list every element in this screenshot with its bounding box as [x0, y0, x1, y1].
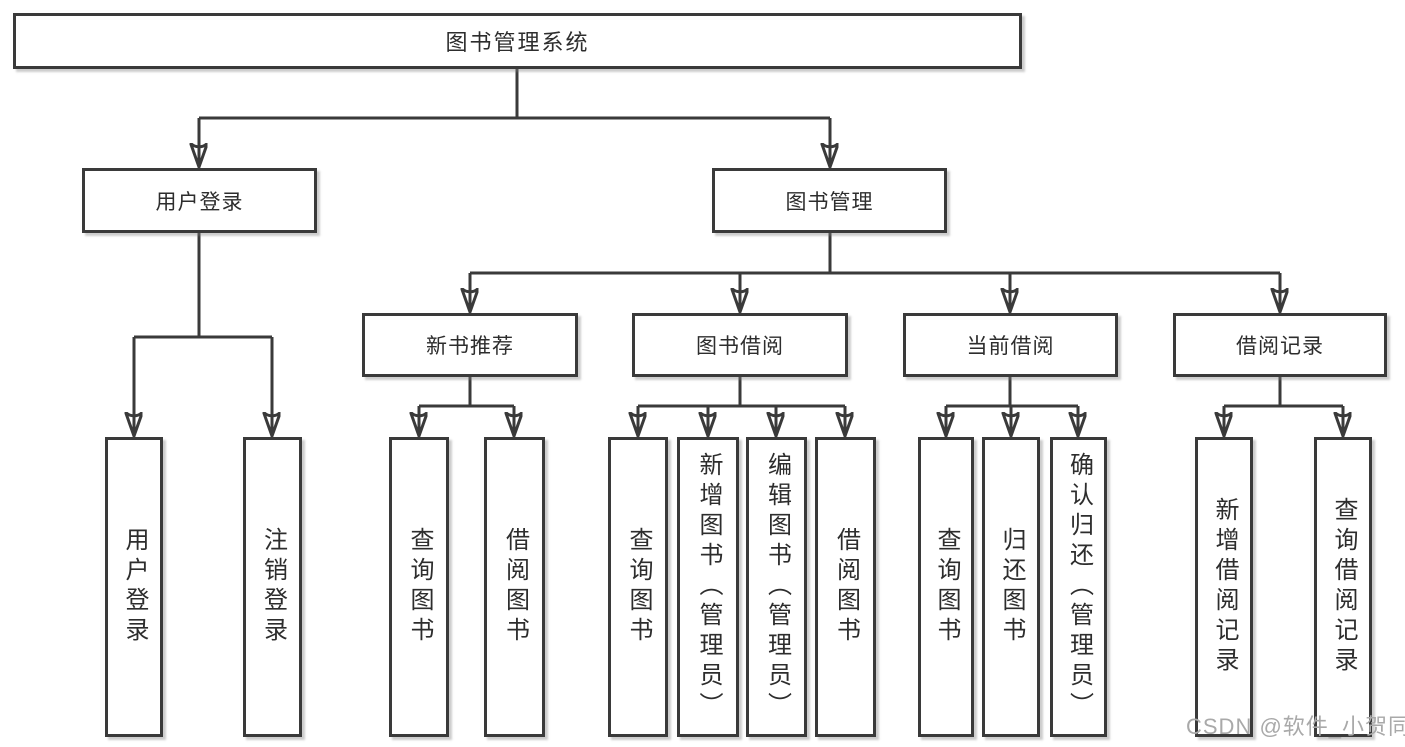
leaf-add-borrow-record-label: 新增借阅记录 [1211, 497, 1238, 677]
leaf-borrow-books: 借阅图书 [815, 437, 876, 737]
leaf-return-book: 归还图书 [982, 437, 1040, 737]
leaf-add-book-admin-label: 新增图书（管理员） [695, 452, 722, 722]
leaf-borrow-books-recommend-label: 借阅图书 [501, 527, 529, 647]
node-book-management: 图书管理 [712, 168, 947, 233]
leaf-query-books-current-label: 查询图书 [933, 527, 960, 647]
node-user-login: 用户登录 [82, 168, 317, 233]
node-current-borrow-label: 当前借阅 [966, 335, 1055, 358]
node-new-book-recommend-label: 新书推荐 [426, 335, 514, 358]
leaf-borrow-books-label: 借阅图书 [832, 527, 860, 647]
leaf-query-books-borrow-label: 查询图书 [625, 527, 652, 647]
leaf-edit-book-admin: 编辑图书（管理员） [746, 437, 807, 737]
node-book-borrow: 图书借阅 [632, 313, 848, 377]
leaf-query-books-recommend: 查询图书 [389, 437, 449, 737]
node-current-borrow: 当前借阅 [903, 313, 1118, 377]
node-root: 图书管理系统 [13, 13, 1022, 69]
leaf-confirm-return-admin: 确认归还（管理员） [1050, 437, 1107, 737]
leaf-user-login-label: 用户登录 [121, 527, 148, 647]
leaf-query-borrow-record: 查询借阅记录 [1314, 437, 1372, 737]
watermark: CSDN @软件_小贺同学 [1186, 714, 1405, 739]
node-new-book-recommend: 新书推荐 [362, 313, 578, 377]
leaf-query-books-borrow: 查询图书 [608, 437, 668, 737]
leaf-add-borrow-record: 新增借阅记录 [1195, 437, 1253, 737]
leaf-query-borrow-record-label: 查询借阅记录 [1330, 497, 1357, 677]
leaf-edit-book-admin-label: 编辑图书（管理员） [763, 452, 791, 722]
leaf-add-book-admin: 新增图书（管理员） [677, 437, 739, 737]
node-root-label: 图书管理系统 [445, 30, 590, 55]
leaf-logout: 注销登录 [243, 437, 302, 737]
leaf-query-books-current: 查询图书 [918, 437, 974, 737]
node-borrow-records-label: 借阅记录 [1236, 335, 1324, 358]
node-user-login-label: 用户登录 [155, 190, 244, 214]
node-book-borrow-label: 图书借阅 [696, 335, 784, 358]
node-borrow-records: 借阅记录 [1173, 313, 1387, 377]
node-book-management-label: 图书管理 [785, 190, 874, 214]
leaf-user-login: 用户登录 [105, 437, 163, 737]
leaf-logout-label: 注销登录 [259, 527, 287, 647]
leaf-borrow-books-recommend: 借阅图书 [484, 437, 545, 737]
leaf-return-book-label: 归还图书 [998, 527, 1025, 647]
leaf-query-books-recommend-label: 查询图书 [406, 527, 433, 647]
leaf-confirm-return-admin-label: 确认归还（管理员） [1065, 452, 1093, 722]
